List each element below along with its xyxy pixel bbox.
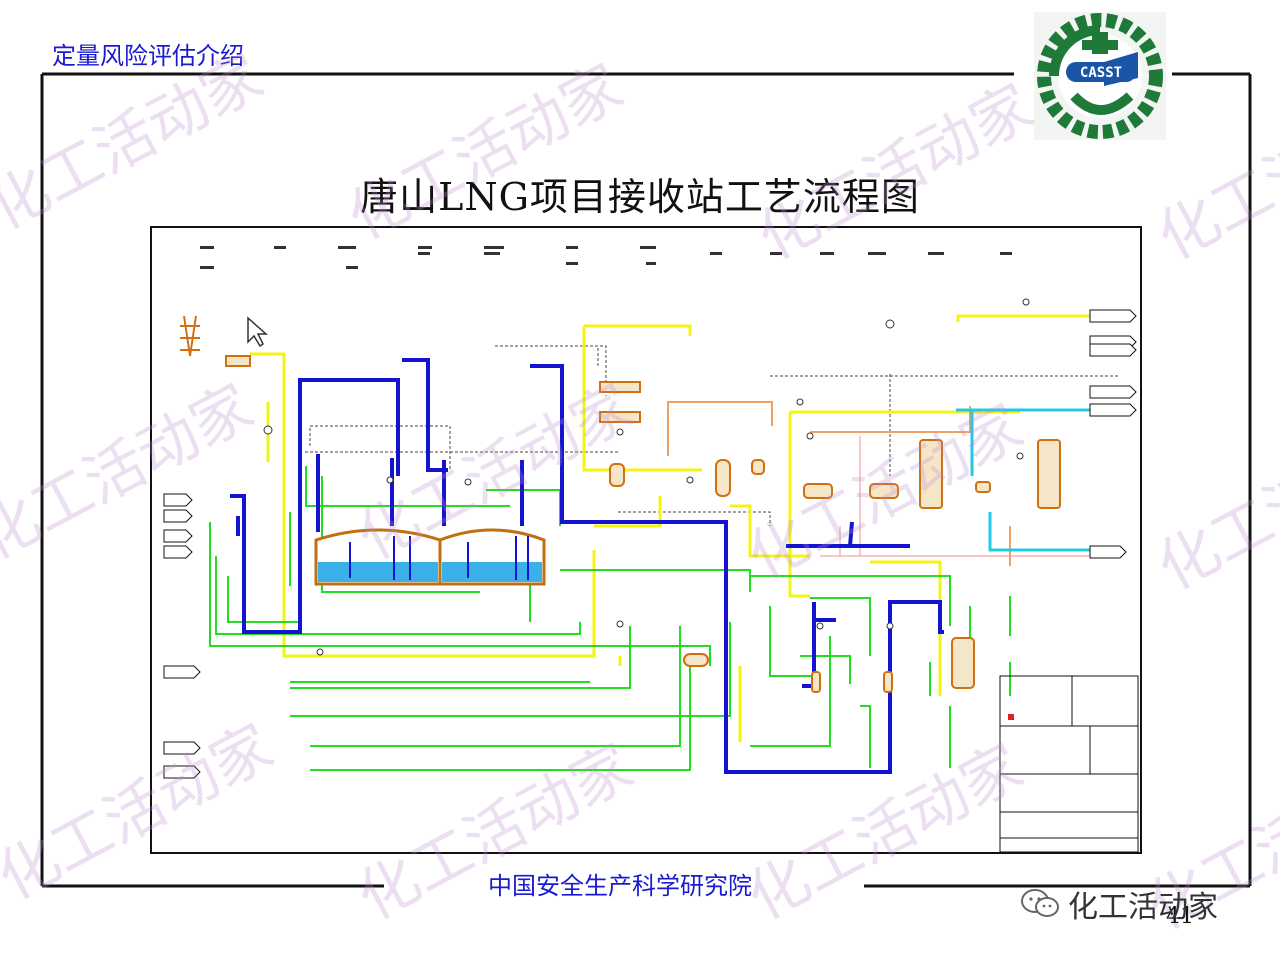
slide-header-title: 定量风险评估介绍 xyxy=(52,42,244,70)
casst-logo: CASST xyxy=(1034,12,1166,140)
green-process-lines xyxy=(209,466,1011,771)
inlet-arrows xyxy=(163,493,201,779)
drawing-title-block xyxy=(999,675,1139,853)
instrument-control-lines xyxy=(305,345,1120,526)
blue-process-lines xyxy=(230,358,944,774)
wechat-brand-text: 化工活动家 xyxy=(1068,890,1218,925)
cyan-process-lines xyxy=(956,408,1110,552)
lng-storage-tank-2 xyxy=(438,528,546,586)
valve-symbols xyxy=(263,298,1030,656)
mouse-cursor-icon xyxy=(247,316,268,348)
orange-process-lines xyxy=(667,401,1011,566)
process-flow-diagram xyxy=(150,226,1142,854)
process-equipment xyxy=(599,381,1061,693)
diagram-title: 唐山LNG项目接收站工艺流程图 xyxy=(360,175,920,219)
lng-storage-tank-1 xyxy=(314,528,442,586)
yellow-process-lines xyxy=(250,314,1090,742)
casst-logo-icon: CASST xyxy=(1037,13,1163,139)
page-number: 41 xyxy=(1166,904,1194,929)
pink-process-lines xyxy=(820,436,1110,557)
svg-text:CASST: CASST xyxy=(1080,65,1122,81)
flare-tower xyxy=(180,315,251,367)
wechat-watermark: 化工活动家 xyxy=(1020,882,1218,926)
footer-organization: 中国安全生产科学研究院 xyxy=(488,872,752,900)
outlet-arrows xyxy=(1089,309,1137,559)
wechat-icon xyxy=(1021,889,1059,917)
header-equipment-labels xyxy=(200,246,1012,269)
